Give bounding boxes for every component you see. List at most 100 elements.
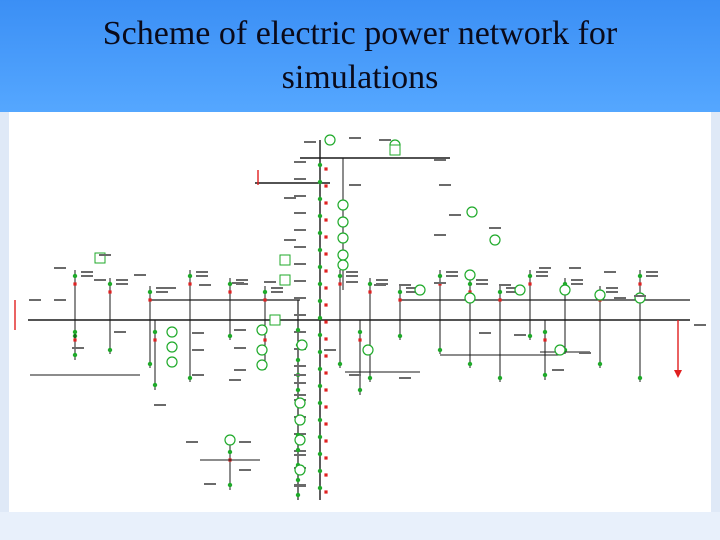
node-marker — [295, 327, 301, 333]
label-block — [294, 365, 306, 367]
left-edge-band — [0, 112, 9, 512]
generator-symbol — [294, 434, 306, 446]
node-marker — [597, 361, 603, 367]
breaker-marker — [324, 269, 328, 273]
label-block — [346, 281, 358, 283]
slide-title: Scheme of electric power network for sim… — [0, 0, 720, 112]
label-block — [229, 379, 241, 381]
label-block — [156, 291, 168, 293]
label-block — [406, 287, 418, 289]
node-marker — [527, 333, 533, 339]
label-block — [196, 275, 208, 277]
label-block — [506, 291, 518, 293]
breaker-marker — [324, 218, 328, 222]
breaker-marker — [263, 338, 267, 342]
label-block — [552, 369, 564, 371]
network-diagram — [0, 112, 720, 512]
breaker-marker — [324, 456, 328, 460]
label-block — [536, 271, 548, 273]
label-block — [634, 295, 646, 297]
label-block — [304, 141, 316, 143]
breaker-marker — [324, 422, 328, 426]
breaker-marker — [228, 290, 232, 294]
label-block — [186, 441, 198, 443]
label-block — [571, 283, 583, 285]
label-block — [294, 246, 306, 248]
generator-symbol — [256, 344, 268, 356]
breaker-marker — [324, 354, 328, 358]
label-block — [446, 275, 458, 277]
node-marker — [317, 434, 323, 440]
label-block — [536, 275, 548, 277]
label-block — [346, 271, 358, 273]
generator-symbol — [294, 464, 306, 476]
generator-symbol — [466, 206, 478, 218]
label-block — [99, 254, 111, 256]
node-marker — [317, 213, 323, 219]
label-block — [374, 284, 386, 286]
node-marker — [317, 298, 323, 304]
label-block — [439, 184, 451, 186]
label-block — [156, 287, 168, 289]
generator-symbol — [256, 359, 268, 371]
label-block — [116, 283, 128, 285]
node-marker — [367, 375, 373, 381]
label-block — [646, 275, 658, 277]
breaker-marker — [368, 290, 372, 294]
label-block — [294, 297, 306, 299]
breaker-marker — [324, 201, 328, 205]
label-block — [94, 279, 106, 281]
title-line-2: simulations — [281, 59, 439, 96]
label-block — [606, 287, 618, 289]
label-block — [54, 299, 66, 301]
label-block — [449, 214, 461, 216]
node-marker — [397, 333, 403, 339]
node-marker — [357, 387, 363, 393]
node-marker — [637, 375, 643, 381]
label-block — [406, 291, 418, 293]
node-marker — [437, 273, 443, 279]
node-marker — [497, 375, 503, 381]
node-marker — [317, 451, 323, 457]
label-block — [434, 234, 446, 236]
node-marker — [187, 273, 193, 279]
label-block — [604, 271, 616, 273]
node-marker — [317, 162, 323, 168]
label-block — [264, 281, 276, 283]
label-block — [284, 239, 296, 241]
label-block — [234, 329, 246, 331]
breaker-marker — [324, 388, 328, 392]
label-block — [346, 275, 358, 277]
node-marker — [497, 289, 503, 295]
node-marker — [317, 230, 323, 236]
node-marker — [317, 383, 323, 389]
label-block — [204, 483, 216, 485]
node-marker — [72, 273, 78, 279]
generator-symbol — [634, 292, 646, 304]
generator-symbol — [514, 284, 526, 296]
label-block — [54, 267, 66, 269]
label-block — [294, 161, 306, 163]
label-block — [294, 450, 306, 452]
node-marker — [542, 372, 548, 378]
node-marker — [317, 247, 323, 253]
node-marker — [317, 196, 323, 202]
generator-symbol — [337, 232, 349, 244]
breaker-marker — [148, 298, 152, 302]
breaker-marker — [324, 371, 328, 375]
breaker-marker — [73, 338, 77, 342]
node-marker — [317, 468, 323, 474]
label-block — [646, 271, 658, 273]
breaker-marker — [188, 282, 192, 286]
breaker-marker — [468, 290, 472, 294]
label-block — [294, 195, 306, 197]
generator-symbol — [414, 284, 426, 296]
breaker-marker — [324, 252, 328, 256]
label-block — [499, 284, 511, 286]
label-block — [324, 349, 336, 351]
node-marker — [317, 485, 323, 491]
title-line-1: Scheme of electric power network for — [102, 15, 618, 52]
node-marker — [317, 332, 323, 338]
label-block — [539, 267, 551, 269]
label-block — [284, 197, 296, 199]
